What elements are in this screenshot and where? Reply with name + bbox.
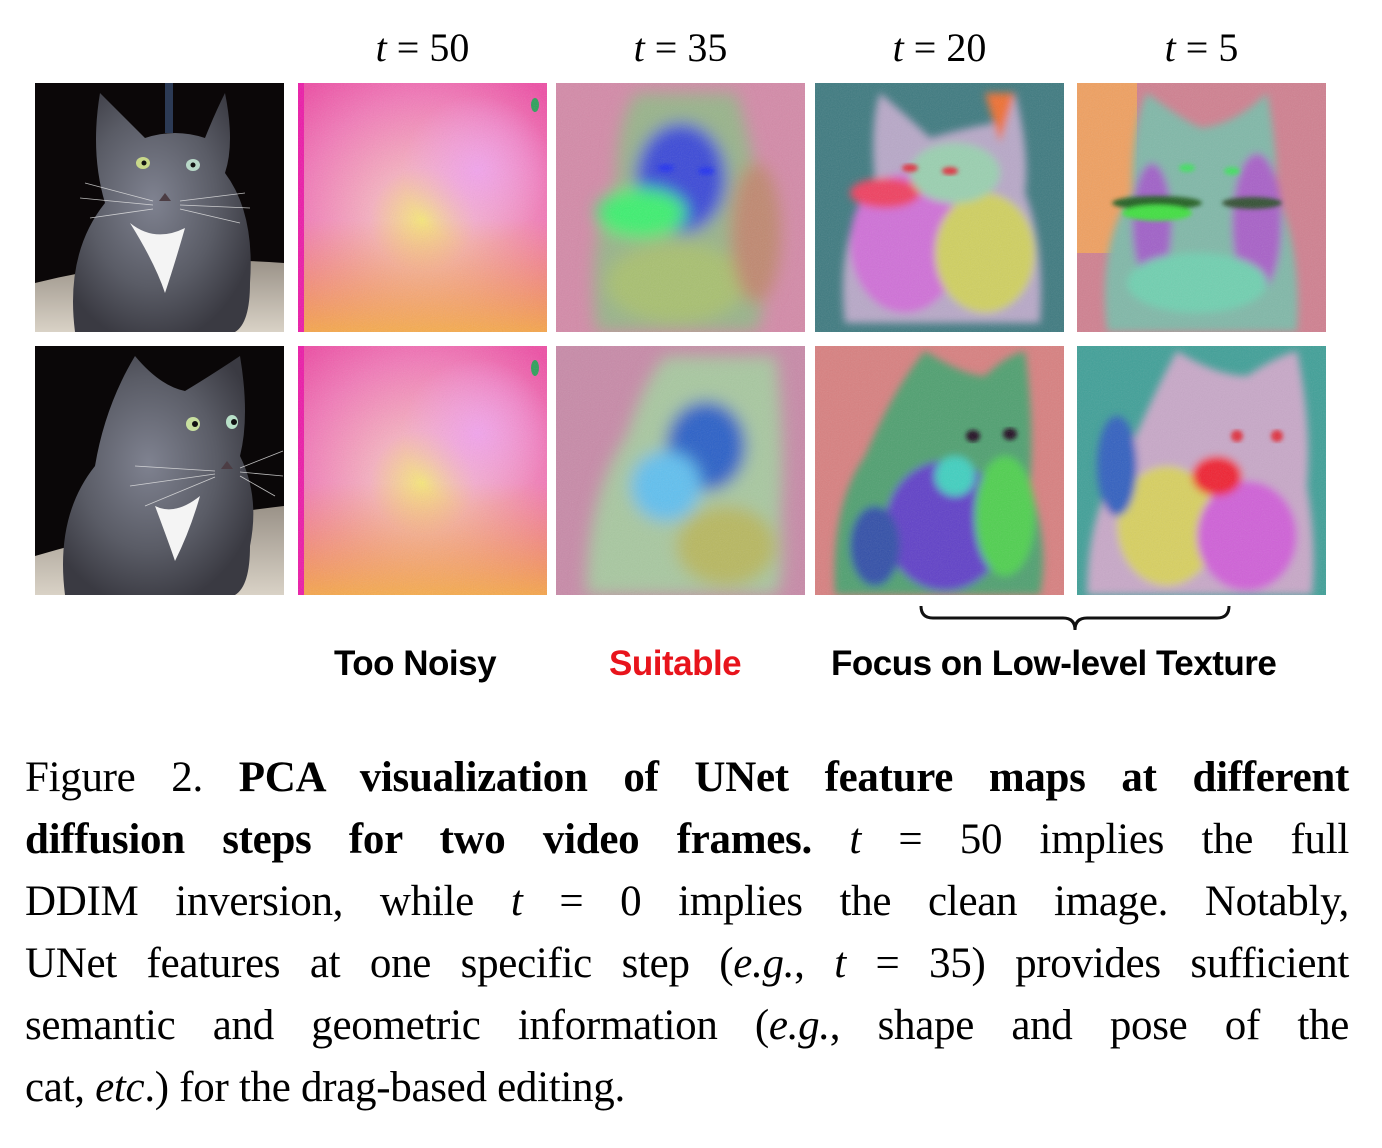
column-label-t5: t = 5 [1077, 22, 1326, 74]
caption-text: UNet features at one specific step ( [25, 940, 734, 987]
caption-text: e.g. [733, 940, 795, 987]
pca-map-image [815, 346, 1064, 595]
caption-text: etc [95, 1064, 145, 1111]
caption-text: t [849, 816, 861, 863]
caption-line: diffusion steps for two video frames. t … [25, 809, 1349, 871]
label-value: 35 [687, 25, 728, 70]
column-label-t50: t = 50 [298, 22, 547, 74]
row2-pca-t5 [1077, 346, 1326, 595]
label-var: t [1164, 25, 1176, 70]
caption-text: , [794, 940, 835, 987]
row2-pca-t35 [556, 346, 805, 595]
caption-line: DDIM inversion, while t = 0 implies the … [25, 871, 1349, 933]
brace-icon [919, 605, 1231, 631]
row1-pca-t5 [1077, 83, 1326, 332]
pca-map-image [298, 346, 547, 595]
label-value: 5 [1218, 25, 1239, 70]
pca-map-image [556, 346, 805, 595]
caption-text: , shape and pose of the [829, 1002, 1350, 1049]
caption-text: diffusion steps for two video frames. [25, 816, 812, 863]
label-value: 20 [946, 25, 987, 70]
caption-line: semantic and geometric information (e.g.… [25, 995, 1349, 1057]
pca-map-image [1077, 83, 1326, 332]
row1-original-photo [35, 83, 284, 332]
label-eq: = [903, 25, 947, 70]
caption-text: t [834, 940, 846, 987]
caption-text: DDIM inversion, while [25, 878, 511, 925]
pca-map-image [1077, 346, 1326, 595]
row2-pca-t20 [815, 346, 1064, 595]
caption-line: cat, etc.) for the drag-based editing. [25, 1057, 1349, 1119]
label-eq: = [1175, 25, 1219, 70]
row2-original-photo [35, 346, 284, 595]
pca-map-image [815, 83, 1064, 332]
caption-text: PCA visualization of UNet feature maps a… [238, 754, 1350, 801]
caption-text [812, 816, 849, 863]
caption-text: .) for the drag-based editing. [144, 1064, 625, 1111]
label-var: t [892, 25, 904, 70]
cat-photo-image [35, 83, 284, 332]
label-value: 50 [429, 25, 470, 70]
label-var: t [375, 25, 387, 70]
caption-text: = 35) provides sufficient [845, 940, 1349, 987]
label-eq: = [644, 25, 688, 70]
column-label-t20: t = 20 [815, 22, 1064, 74]
figure-caption: Figure 2. PCA visualization of UNet feat… [25, 747, 1349, 1119]
caption-text: = 50 implies the full [861, 816, 1349, 863]
caption-text: t [510, 878, 523, 925]
pca-map-image [556, 83, 805, 332]
label-too-noisy: Too Noisy [334, 644, 497, 683]
row1-pca-t20 [815, 83, 1064, 332]
column-label-t35: t = 35 [556, 22, 805, 74]
cat-photo-image [35, 346, 284, 595]
caption-line: UNet features at one specific step (e.g.… [25, 933, 1349, 995]
caption-text: semantic and geometric information ( [25, 1002, 769, 1049]
caption-line: Figure 2. PCA visualization of UNet feat… [25, 747, 1349, 809]
pca-map-image [298, 83, 547, 332]
label-eq: = [386, 25, 430, 70]
caption-text: = 0 implies the clean image. Notably, [522, 878, 1350, 925]
caption-text: Figure 2. [25, 754, 239, 801]
label-var: t [633, 25, 645, 70]
row2-pca-t50 [298, 346, 547, 595]
row1-pca-t50 [298, 83, 547, 332]
caption-text: cat, [25, 1064, 96, 1111]
label-focus-low-level-texture: Focus on Low-level Texture [831, 644, 1277, 683]
label-suitable: Suitable [609, 644, 742, 683]
caption-text: e.g. [768, 1002, 830, 1049]
row1-pca-t35 [556, 83, 805, 332]
